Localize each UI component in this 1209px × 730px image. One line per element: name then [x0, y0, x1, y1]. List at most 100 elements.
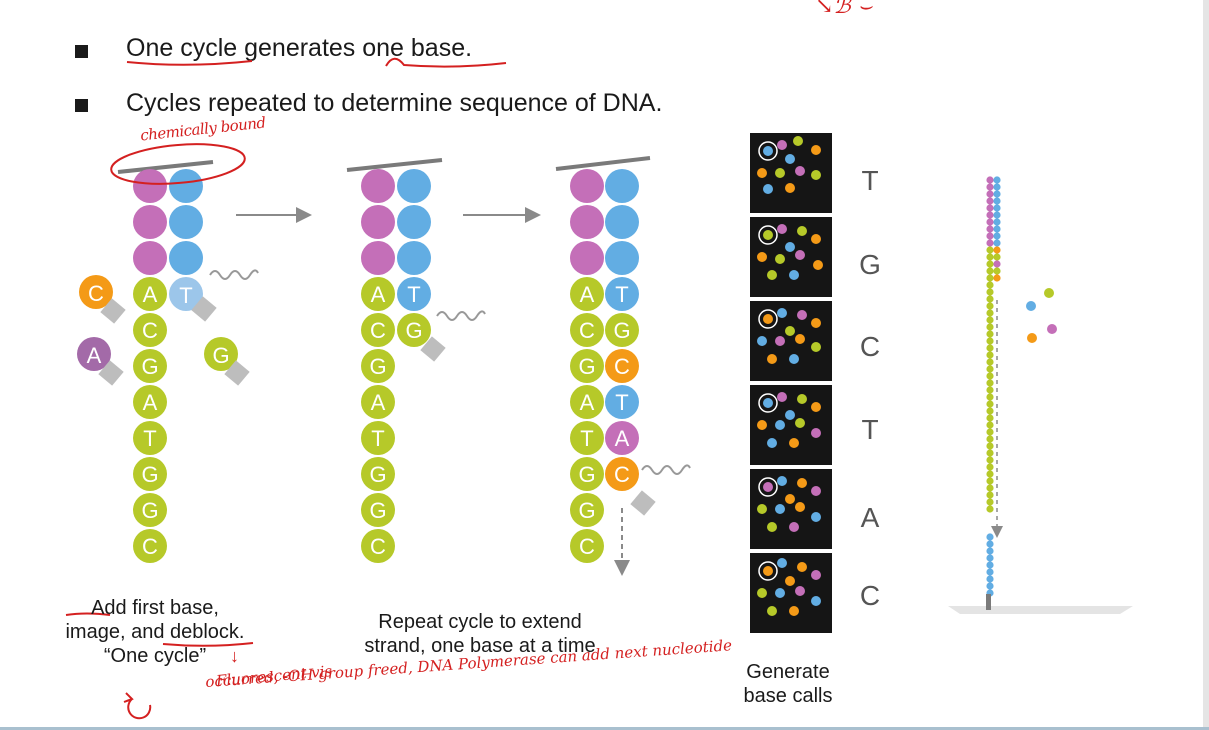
base-call-1: T	[861, 165, 879, 196]
cluster-dot	[763, 314, 773, 324]
adapter-strand-3	[570, 169, 639, 275]
paired-base-letter: T	[615, 282, 628, 307]
template-base-letter: G	[578, 462, 595, 487]
read-dot	[986, 498, 994, 506]
template-base-letter: A	[143, 390, 158, 415]
cluster-dot	[795, 418, 805, 428]
read-dot	[986, 435, 994, 443]
read-dot	[993, 225, 1001, 233]
template-base	[133, 493, 167, 527]
read-dot	[986, 295, 994, 303]
read-dot	[986, 204, 994, 212]
slide-right-border	[1203, 0, 1209, 730]
caption-generate-calls: Generate base calls	[743, 661, 833, 707]
cluster-dot	[775, 588, 785, 598]
template-base	[570, 457, 604, 491]
read-dot	[993, 190, 1001, 198]
template-base	[361, 385, 395, 419]
cluster-dot	[767, 522, 777, 532]
bullet-marker-1	[75, 45, 88, 58]
template-base	[361, 493, 395, 527]
read-dot	[986, 421, 994, 429]
svg-text:C: C	[88, 281, 104, 306]
template-base	[570, 277, 604, 311]
read-dot	[986, 575, 994, 583]
base-call-3: C	[859, 331, 881, 362]
cluster-dot	[811, 596, 821, 606]
cluster-dot	[811, 570, 821, 580]
template-base-letter: G	[369, 462, 386, 487]
paired-base-letter: C	[614, 354, 630, 379]
cluster-dot	[813, 260, 823, 270]
cluster-dot	[795, 334, 805, 344]
cluster-dot	[811, 428, 821, 438]
read-dot	[986, 274, 994, 282]
template-base-letter: C	[370, 318, 386, 343]
free-nucleotide-c: C	[79, 275, 126, 324]
loose-dots	[1026, 288, 1057, 343]
base-call-2: G	[859, 249, 881, 280]
svg-text:A: A	[87, 343, 102, 368]
read-dot	[986, 505, 994, 513]
cluster-dot	[811, 170, 821, 180]
template-base-letter: G	[578, 354, 595, 379]
read-dot	[986, 316, 994, 324]
read-dot	[986, 554, 994, 562]
read-dot	[993, 239, 1001, 247]
read-dot	[993, 253, 1001, 261]
cluster-dot	[763, 482, 773, 492]
paired-base	[397, 313, 431, 347]
cluster-dot	[777, 392, 787, 402]
read-dot	[986, 337, 994, 345]
read-dot	[986, 365, 994, 373]
cluster-dot	[789, 438, 799, 448]
read-dot	[986, 281, 994, 289]
template-base-letter: C	[579, 534, 595, 559]
cluster-dot	[777, 558, 787, 568]
template-base	[133, 385, 167, 419]
template-base	[361, 349, 395, 383]
read-dot	[986, 449, 994, 457]
cluster-dot	[785, 410, 795, 420]
read-dot	[986, 470, 994, 478]
cluster-dot	[757, 168, 767, 178]
cluster-dot	[777, 476, 787, 486]
cluster-dot	[811, 486, 821, 496]
template-base-letter: C	[142, 534, 158, 559]
cluster-dot	[811, 318, 821, 328]
adapter-strand-2	[361, 169, 431, 275]
cluster-dot	[777, 140, 787, 150]
cluster-dot	[795, 586, 805, 596]
template-base-letter: G	[578, 498, 595, 523]
template-base	[133, 313, 167, 347]
cluster-dot	[777, 308, 787, 318]
read-dot	[986, 456, 994, 464]
cluster-dot	[797, 478, 807, 488]
read-dot	[993, 211, 1001, 219]
bullet-marker-2	[75, 99, 88, 112]
cluster-dot	[763, 398, 773, 408]
base-call-6: C	[859, 580, 881, 611]
free-nucleotide-a: A	[77, 337, 124, 386]
paired-base-letter: T	[407, 282, 420, 307]
cluster-dot	[789, 606, 799, 616]
cluster-dot	[763, 566, 773, 576]
read-dot	[986, 463, 994, 471]
template-base	[361, 313, 395, 347]
template-base	[361, 421, 395, 455]
template-base	[570, 421, 604, 455]
caption-repeat-cycle: Repeat cycle to extend strand, one base …	[364, 611, 596, 657]
cluster-dot	[775, 254, 785, 264]
template-base-letter: A	[371, 282, 386, 307]
cluster-dot	[763, 146, 773, 156]
read-dot	[986, 414, 994, 422]
read-dot	[986, 442, 994, 450]
cluster-dot	[789, 354, 799, 364]
template-base	[361, 529, 395, 563]
template-base	[361, 457, 395, 491]
read-dot	[986, 582, 994, 590]
cluster-dot	[789, 522, 799, 532]
read-dot	[986, 407, 994, 415]
